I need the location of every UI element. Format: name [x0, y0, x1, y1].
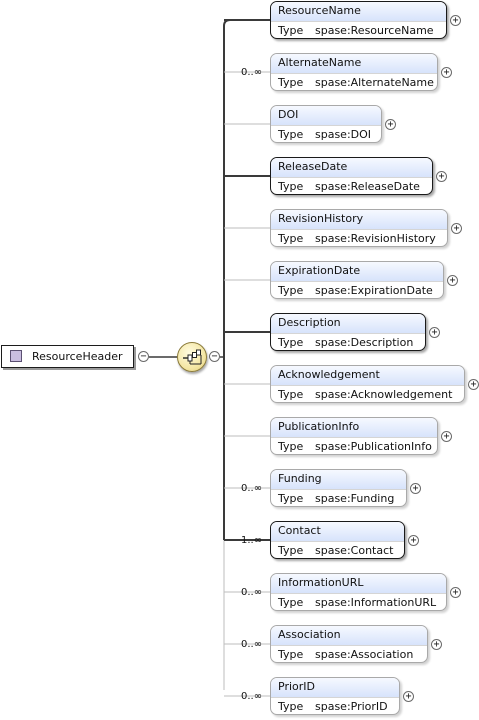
type-value: spase:Association — [315, 648, 414, 661]
type-key-label: Type — [278, 284, 304, 297]
element-name: ReleaseDate — [271, 158, 432, 177]
element-name: DOI — [271, 106, 381, 125]
element-name: Funding — [271, 470, 406, 489]
element-type-row: Type spase:Contact — [271, 541, 404, 558]
complex-type-icon — [10, 350, 22, 362]
cardinality-label: 0..∞ — [241, 67, 263, 78]
sequence-collapse-button[interactable]: − — [209, 351, 220, 362]
type-key-label: Type — [278, 180, 304, 193]
expand-button[interactable]: + — [436, 171, 447, 182]
element-name: AlternateName — [271, 54, 437, 73]
element-type-row: Type spase:ResourceName — [271, 21, 446, 38]
element-type-row: Type spase:Association — [271, 645, 427, 662]
type-value: spase:Acknowledgement — [315, 388, 453, 401]
type-key-label: Type — [278, 388, 304, 401]
element-name: PublicationInfo — [271, 418, 437, 437]
type-value: spase:RevisionHistory — [315, 232, 436, 245]
element-type-row: Type spase:ReleaseDate — [271, 177, 432, 194]
type-value: spase:ExpirationDate — [315, 284, 433, 297]
element-name: ExpirationDate — [271, 262, 443, 281]
type-key-label: Type — [278, 596, 304, 609]
sequence-compositor-icon[interactable] — [177, 342, 207, 372]
expand-button[interactable]: + — [441, 431, 452, 442]
type-key-label: Type — [278, 76, 304, 89]
type-value: spase:ResourceName — [315, 24, 434, 37]
type-key-label: Type — [278, 336, 304, 349]
type-key-label: Type — [278, 128, 304, 141]
cardinality-label: 0..∞ — [241, 639, 263, 650]
type-key-label: Type — [278, 648, 304, 661]
type-key-label: Type — [278, 232, 304, 245]
root-collapse-button[interactable]: − — [138, 351, 149, 362]
expand-button[interactable]: + — [431, 639, 442, 650]
type-key-label: Type — [278, 700, 304, 713]
element-type-row: Type spase:Funding — [271, 489, 406, 506]
element-name: Contact — [271, 522, 404, 541]
expand-button[interactable]: + — [410, 483, 421, 494]
type-key-label: Type — [278, 440, 304, 453]
element-box-priorid[interactable]: PriorID Type spase:PriorID — [270, 677, 400, 715]
expand-button[interactable]: + — [441, 67, 452, 78]
element-type-row: Type spase:Acknowledgement — [271, 385, 464, 402]
type-value: spase:PriorID — [315, 700, 388, 713]
element-name: Acknowledgement — [271, 366, 464, 385]
root-element-label: ResourceHeader — [32, 350, 123, 363]
element-type-row: Type spase:Description — [271, 333, 425, 350]
expand-button[interactable]: + — [403, 691, 414, 702]
element-name: RevisionHistory — [271, 210, 447, 229]
element-name: Association — [271, 626, 427, 645]
type-value: spase:PublicationInfo — [315, 440, 432, 453]
expand-button[interactable]: + — [385, 119, 396, 130]
type-value: spase:Description — [315, 336, 414, 349]
expand-button[interactable]: + — [450, 15, 461, 26]
expand-button[interactable]: + — [408, 535, 419, 546]
element-type-row: Type spase:AlternateName — [271, 73, 437, 90]
element-type-row: Type spase:DOI — [271, 125, 381, 142]
cardinality-label: 0..∞ — [241, 587, 263, 598]
sequence-glyph — [183, 349, 202, 365]
type-value: spase:InformationURL — [315, 596, 437, 609]
element-type-row: Type spase:RevisionHistory — [271, 229, 447, 246]
type-value: spase:AlternateName — [315, 76, 434, 89]
type-key-label: Type — [278, 492, 304, 505]
element-type-row: Type spase:InformationURL — [271, 593, 446, 610]
cardinality-label: 0..∞ — [241, 691, 263, 702]
element-box-informationurl[interactable]: InformationURL Type spase:InformationURL — [270, 573, 447, 611]
element-name: InformationURL — [271, 574, 446, 593]
element-box-doi[interactable]: DOI Type spase:DOI — [270, 105, 382, 143]
expand-button[interactable]: + — [468, 379, 479, 390]
element-name: PriorID — [271, 678, 399, 697]
expand-button[interactable]: + — [450, 587, 461, 598]
element-type-row: Type spase:PublicationInfo — [271, 437, 437, 454]
type-value: spase:ReleaseDate — [315, 180, 420, 193]
element-type-row: Type spase:PriorID — [271, 697, 399, 714]
expand-button[interactable]: + — [451, 223, 462, 234]
element-name: Description — [271, 314, 425, 333]
expand-button[interactable]: + — [447, 275, 458, 286]
element-type-row: Type spase:ExpirationDate — [271, 281, 443, 298]
expand-button[interactable]: + — [429, 327, 440, 338]
cardinality-label: 1..∞ — [241, 535, 263, 546]
cardinality-label: 0..∞ — [241, 483, 263, 494]
root-element-box[interactable]: ResourceHeader — [1, 345, 134, 368]
type-value: spase:Funding — [315, 492, 395, 505]
element-name: ResourceName — [271, 2, 446, 21]
type-key-label: Type — [278, 24, 304, 37]
type-value: spase:DOI — [315, 128, 372, 141]
type-key-label: Type — [278, 544, 304, 557]
type-value: spase:Contact — [315, 544, 394, 557]
